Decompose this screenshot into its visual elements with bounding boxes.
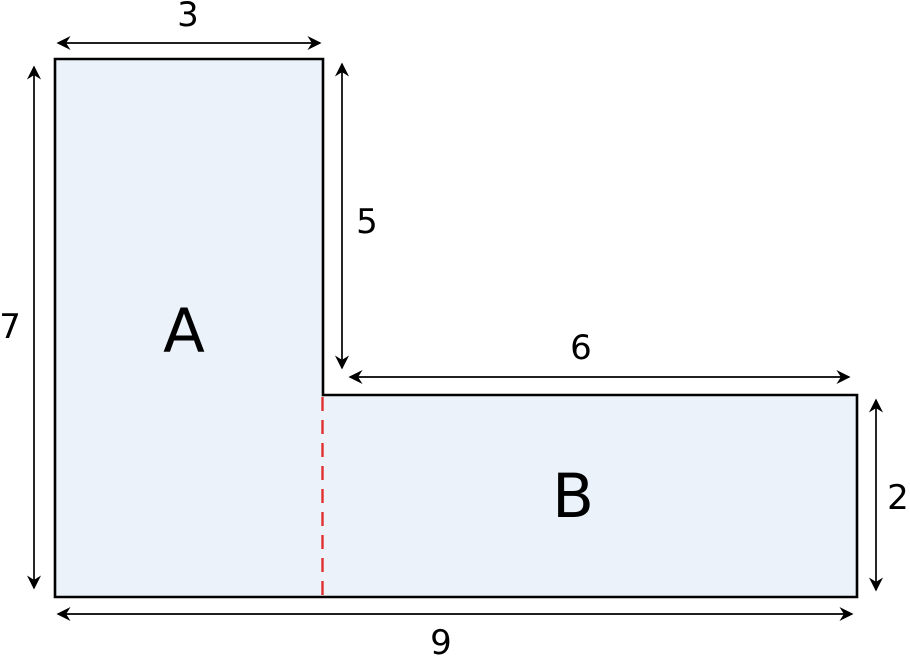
- dimension-left-height-label: 7: [0, 307, 21, 347]
- dimension-top-width: 3: [56, 0, 322, 51]
- region-a-label: A: [163, 296, 205, 367]
- l-shape-outline: [53, 57, 859, 599]
- dimension-inner-width: 6: [348, 328, 851, 385]
- dimension-top-width-label: 3: [177, 0, 199, 35]
- dimension-bottom-width: 9: [56, 606, 854, 659]
- dimension-right-height: 2: [868, 398, 909, 592]
- dimension-bottom-width-label: 9: [430, 623, 452, 659]
- dimension-right-height-label: 2: [887, 478, 909, 518]
- region-b-label: B: [552, 461, 594, 532]
- dimension-inner-width-label: 6: [570, 328, 592, 368]
- dimension-left-height: 7: [0, 65, 42, 590]
- dimension-inner-height: 5: [334, 62, 378, 370]
- dimension-inner-height-label: 5: [356, 202, 378, 242]
